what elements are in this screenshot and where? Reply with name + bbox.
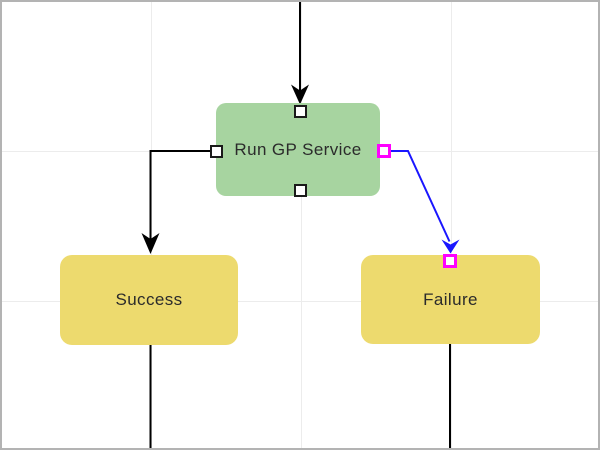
- node-run-gp-service-label: Run GP Service: [234, 139, 362, 159]
- edge-incoming-arrowhead-icon: [291, 84, 309, 105]
- port-run-gp-service-bottom[interactable]: [294, 184, 307, 197]
- port-failure-top-selected[interactable]: [443, 254, 457, 268]
- edge-run-gp-service-to-failure[interactable]: [391, 150, 460, 254]
- node-failure-label: Failure: [423, 289, 478, 309]
- port-run-gp-service-right-selected[interactable]: [377, 144, 391, 158]
- port-run-gp-service-left[interactable]: [210, 145, 223, 158]
- node-success-label: Success: [115, 290, 183, 309]
- edge-to-failure-arrowhead-icon: [441, 239, 460, 254]
- node-success[interactable]: Success: [60, 255, 238, 345]
- edge-to-success-arrowhead-icon: [141, 233, 160, 254]
- port-run-gp-service-top[interactable]: [294, 105, 307, 118]
- node-failure[interactable]: Failure: [361, 255, 540, 344]
- edge-run-gp-service-to-success[interactable]: [141, 150, 211, 254]
- node-run-gp-service[interactable]: Run GP Service: [216, 103, 380, 196]
- edge-incoming-to-run-gp-service[interactable]: [291, 2, 309, 105]
- edge-to-success-line[interactable]: [149, 150, 211, 239]
- edge-to-failure-line[interactable]: [391, 150, 451, 242]
